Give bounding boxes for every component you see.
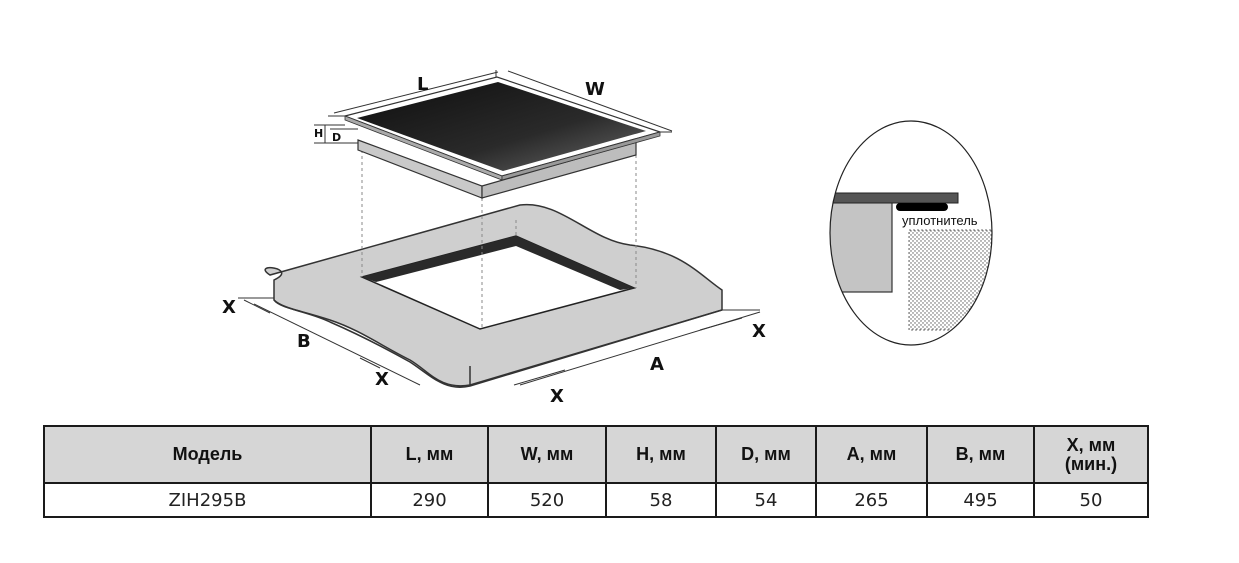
header-B: B, мм	[926, 425, 1035, 484]
label-X-left: X	[222, 297, 236, 318]
dimension-H-D	[314, 124, 358, 144]
projection-lines	[361, 150, 637, 329]
seal-detail: уплотнитель	[829, 120, 993, 346]
label-B: B	[297, 331, 311, 352]
seal-label: уплотнитель	[902, 213, 978, 228]
header-A: A, мм	[815, 425, 928, 484]
header-model: Модель	[43, 425, 372, 484]
cell-B: 495	[926, 482, 1035, 518]
header-H: H, мм	[605, 425, 717, 484]
header-D: D, мм	[715, 425, 817, 484]
dimension-L	[328, 70, 673, 133]
header-W: W, мм	[487, 425, 607, 484]
countertop	[264, 203, 723, 388]
dimensions-table: Модель L, мм W, мм H, мм D, мм A, мм B, …	[43, 425, 1149, 518]
label-W: W	[585, 79, 605, 100]
label-L: L	[417, 74, 428, 95]
installation-diagram: L W H D X B X X A X	[222, 70, 993, 407]
label-D: D	[332, 131, 341, 144]
header-L: L, мм	[370, 425, 489, 484]
header-X-line2: (мин.)	[1064, 453, 1118, 474]
cell-H: 58	[605, 482, 717, 518]
cell-W: 520	[487, 482, 607, 518]
cell-D: 54	[715, 482, 817, 518]
dimension-A-B-X	[238, 297, 761, 386]
label-H: H	[314, 127, 323, 140]
cell-A: 265	[815, 482, 928, 518]
header-X-line1: X, мм	[1066, 434, 1116, 455]
cell-L: 290	[370, 482, 489, 518]
hob	[343, 76, 663, 199]
label-X-bottom-left: X	[375, 369, 389, 390]
label-A: A	[650, 354, 664, 375]
cell-model: ZIH295B	[43, 482, 372, 518]
label-X-right: X	[752, 321, 766, 342]
header-X: X, мм (мин.)	[1033, 425, 1149, 484]
table-header-row: Модель L, мм W, мм H, мм D, мм A, мм B, …	[43, 425, 1149, 484]
table-row: ZIH295B 290 520 58 54 265 495 50	[43, 482, 1149, 518]
cell-X: 50	[1033, 482, 1149, 518]
label-X-bottom: X	[550, 386, 564, 407]
